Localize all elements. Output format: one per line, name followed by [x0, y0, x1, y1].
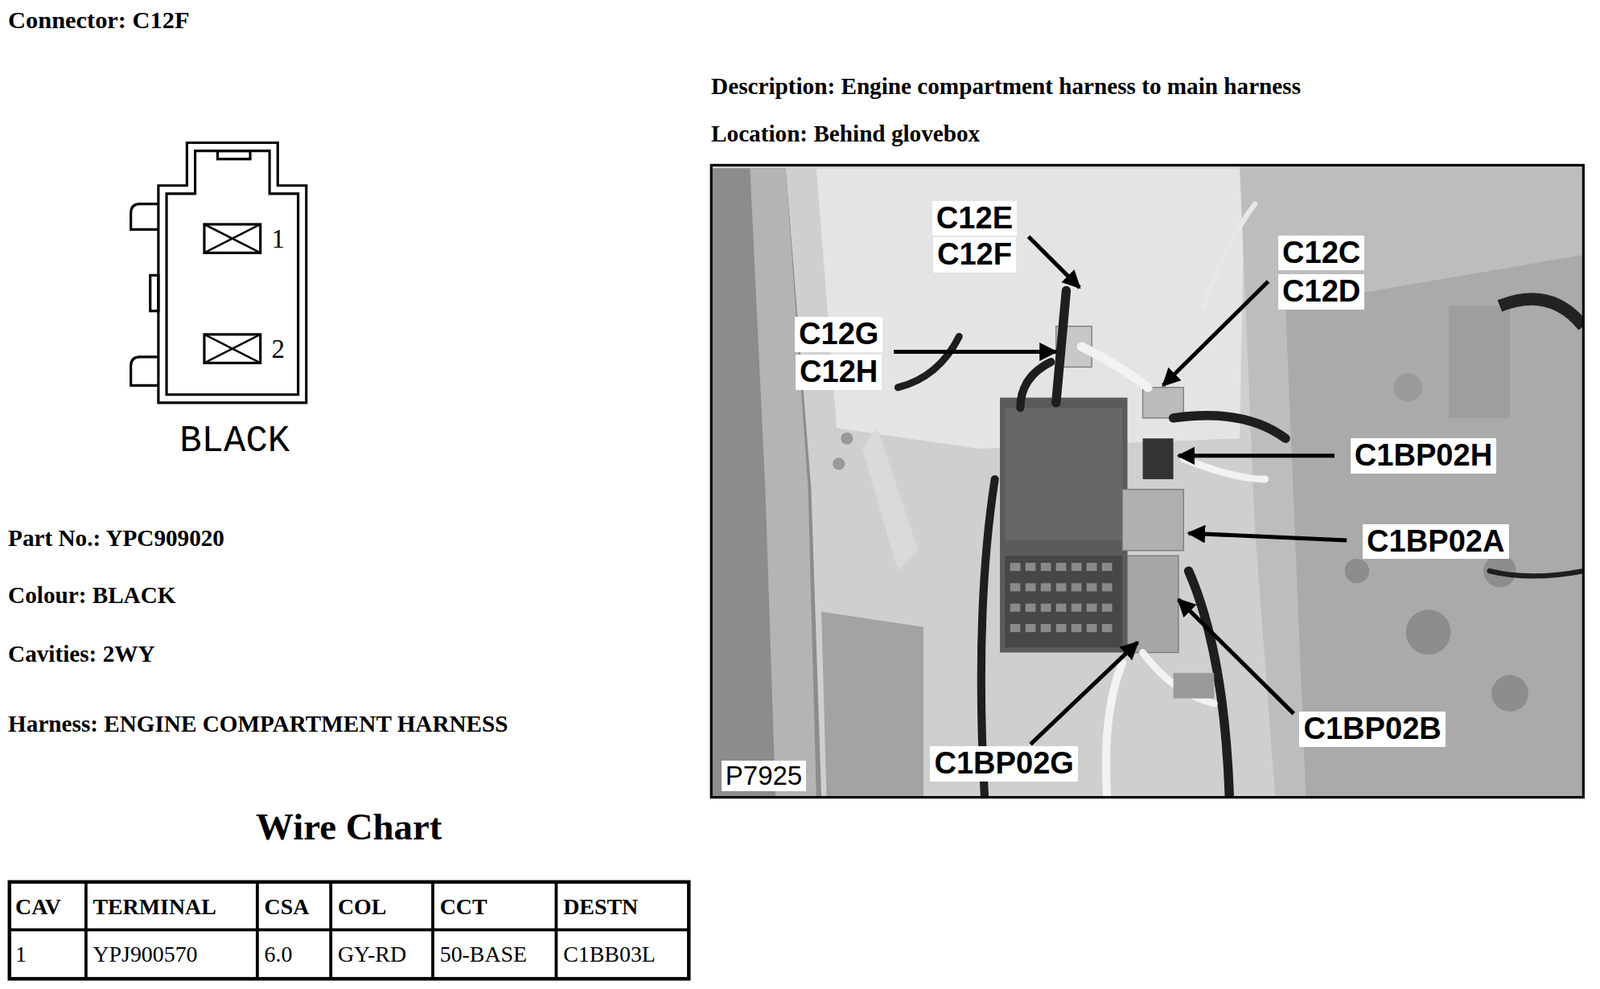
info-line: Cavities: 2WY [8, 641, 155, 669]
table-cell: 6.0 [264, 941, 293, 968]
page-title: Connector: C12F [8, 6, 190, 35]
callout-label: C1BP02G [929, 746, 1078, 782]
callout-label: C1BP02B [1299, 711, 1445, 748]
table-cell: 50-BASE [440, 941, 527, 968]
pin-number: 1 [271, 224, 285, 256]
table-header: COL [337, 894, 387, 921]
info-line: Harness: ENGINE COMPARTMENT HARNESS [8, 711, 508, 739]
callout-label: C12D [1278, 274, 1365, 310]
table-header: CAV [15, 894, 62, 921]
callout-label: C12E [932, 201, 1017, 237]
table-header: CCT [440, 894, 488, 921]
callout-label: C1BP02H [1350, 438, 1497, 474]
callout-label: C12H [795, 354, 882, 391]
pin-number: 2 [271, 334, 285, 366]
photo-frame [711, 164, 1584, 798]
table-cell: C1BB03L [563, 941, 656, 968]
table-cell: GY-RD [337, 941, 407, 968]
table-header: CSA [264, 894, 310, 921]
callout-label: C1BP02A [1362, 524, 1509, 560]
callout-label: C12F [933, 237, 1016, 273]
colour-label: BLACK [179, 420, 290, 464]
table-header: DESTN [563, 894, 638, 921]
info-line: Colour: BLACK [8, 582, 176, 610]
table-header: TERMINAL [92, 894, 216, 921]
figure-number: P7925 [721, 760, 807, 792]
info-line: Description: Engine compartment harness … [711, 73, 1301, 101]
info-line: Location: Behind glovebox [711, 120, 980, 149]
table-grid [9, 882, 690, 979]
info-line: Part No.: YPC909020 [8, 525, 225, 553]
table-heading: Wire Chart [255, 806, 442, 850]
table-cell: YPJ900570 [92, 941, 198, 968]
location-photo [711, 164, 1584, 798]
connector-drawing [131, 143, 307, 404]
callout-label: C12G [794, 316, 883, 353]
callout-label: C12C [1278, 235, 1365, 272]
leader-arrows [893, 236, 1347, 745]
table-cell: 1 [15, 941, 27, 968]
